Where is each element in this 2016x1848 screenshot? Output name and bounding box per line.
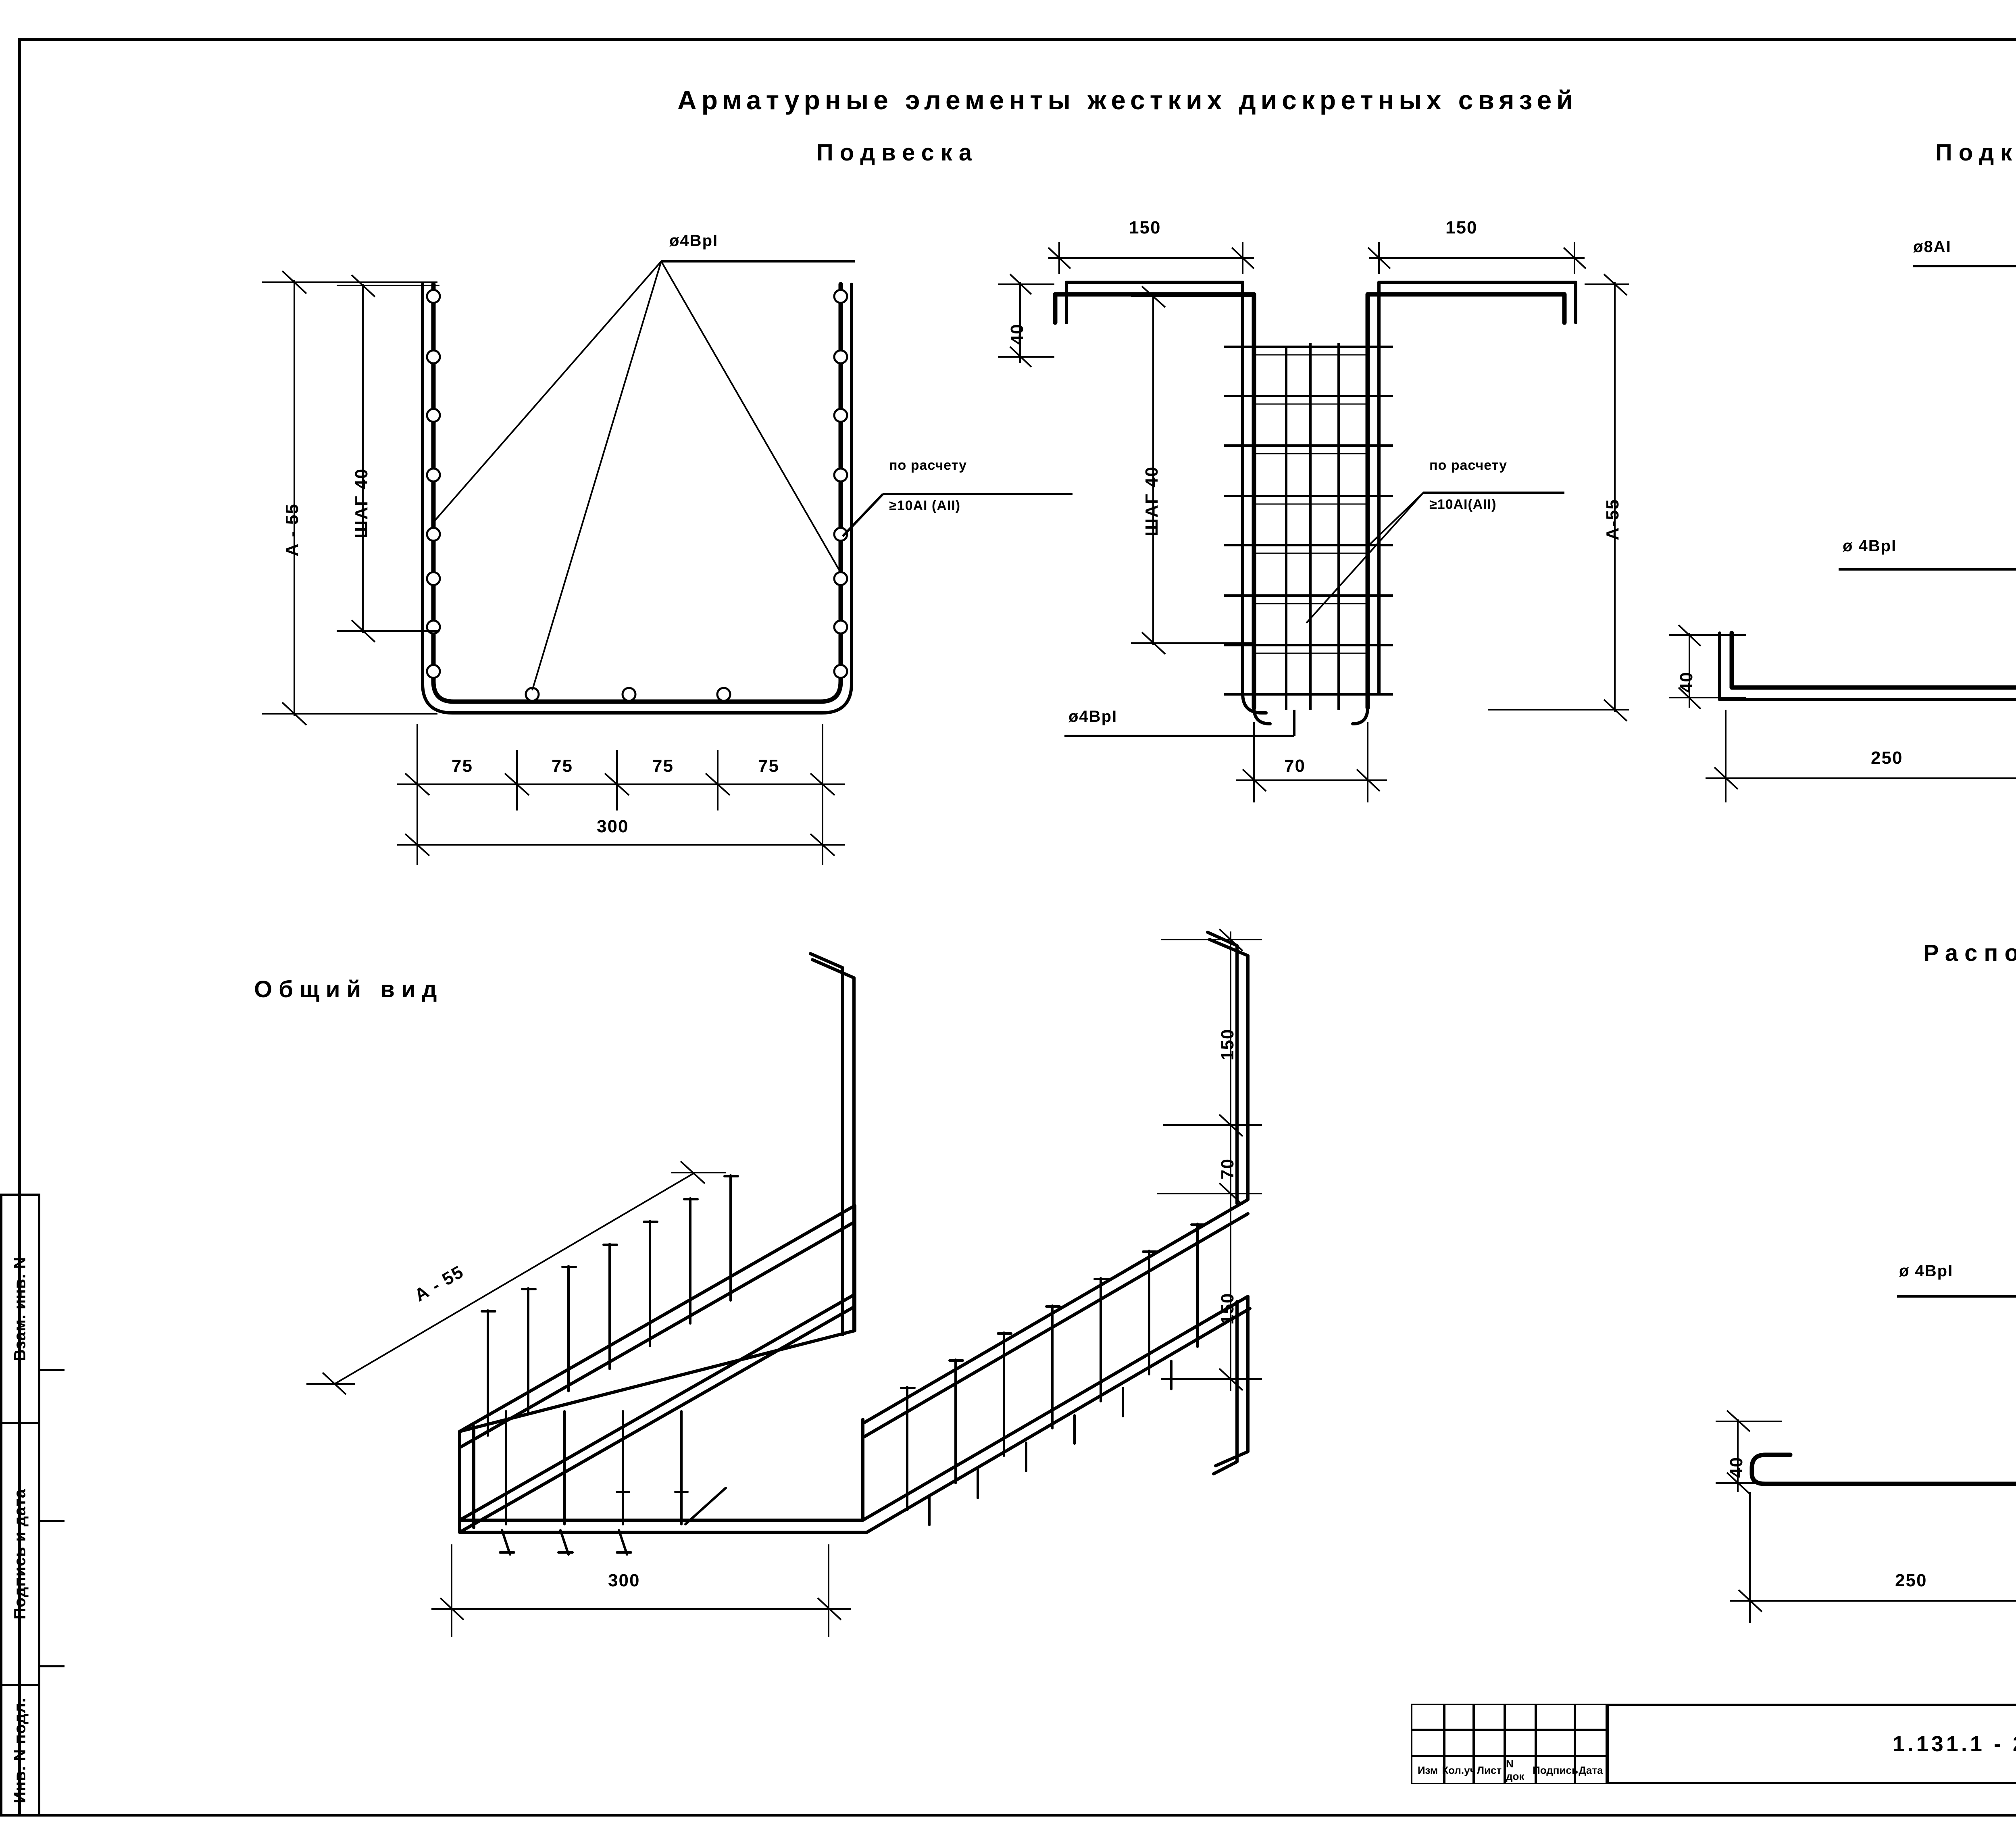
podveska-front-seg-dim-3: 75 (652, 756, 674, 776)
rasporka-left-hook (1749, 1452, 1793, 1470)
tb-empty-cell (1444, 1704, 1474, 1730)
obshiy-right-top-rail (861, 1198, 1250, 1425)
section-title-obshiy-vid: Общий вид (254, 976, 444, 1002)
rung-dot (426, 664, 441, 679)
podveska-side-right-bar-inner (1377, 281, 1577, 695)
left-divider-2 (40, 1520, 65, 1522)
tb-empty-cell (1411, 1730, 1444, 1756)
podveska-front-seg-dim-2: 75 (552, 756, 573, 776)
tb-header-koluch: Кол.уч (1442, 1756, 1476, 1784)
podveska-front-main-bar (431, 282, 843, 704)
tb-header-izm: Изм (1411, 1756, 1444, 1784)
left-margin-block: Взам. инв. N Подпись и дата Инв. N подл. (0, 1194, 40, 1817)
tb-empty-cell (1575, 1730, 1607, 1756)
podveska-front-bar-label: ø4ВрI (669, 232, 719, 250)
rung-dot (426, 349, 441, 365)
obshiy-top-front-rail (458, 1204, 856, 1433)
tb-header-ndok: N док (1505, 1756, 1536, 1784)
rung-dot (426, 467, 441, 483)
rung-dot (833, 349, 848, 365)
podveska-side-bar-label: ø4ВрI (1068, 708, 1118, 725)
left-divider-1 (40, 1369, 65, 1371)
podveska-side-right-span-dim: 150 (1445, 218, 1478, 238)
document-code: 1.131.1 - 21.98.0 - СМ 1 (1892, 1732, 2016, 1756)
podkos-loop-bar-label: ø8АI (1913, 238, 1951, 256)
left-divider-3 (40, 1665, 65, 1667)
rasporka-bar-label: ø 4ВрI (1899, 1262, 1954, 1280)
rung-dot (833, 664, 848, 679)
section-title-rasporka: Распорка (1923, 940, 2016, 966)
podveska-front-total-dim: 300 (597, 817, 629, 836)
rasporka-left-span-dim: 250 (1895, 1571, 1927, 1590)
tb-empty-cell (1505, 1704, 1536, 1730)
tb-empty-cell (1474, 1704, 1505, 1730)
obshiy-right-hook-top (1208, 938, 1250, 1201)
podkos-left-span-dim: 250 (1871, 748, 1903, 768)
tb-empty-cell (1536, 1730, 1575, 1756)
drawing-frame (18, 38, 2016, 1817)
tb-empty-cell (1575, 1704, 1607, 1730)
tb-header-data: Дата (1575, 1756, 1607, 1784)
tb-empty-cell (1411, 1704, 1444, 1730)
obshiy-right-hook-bottom (1214, 1295, 1250, 1467)
rasporka-hook-height-dim: 40 (1727, 1456, 1746, 1478)
podveska-side-left-bar (1053, 292, 1256, 710)
podkos-bottom-left-bar (1729, 631, 2016, 690)
tb-header-podpis: Подпись (1533, 1756, 1578, 1784)
podveska-side-left-span-dim: 150 (1129, 218, 1161, 238)
rung-dot (716, 687, 731, 702)
podveska-front-outer-bar (421, 283, 853, 715)
rung-dot (621, 687, 637, 702)
podveska-side-calc-label-1: по расчету (1429, 458, 1508, 473)
podveska-front-seg-dim-4: 75 (758, 756, 779, 776)
section-title-podveska: Подвеска (816, 140, 979, 166)
tb-header-list: Лист (1474, 1756, 1505, 1784)
tb-empty-cell (1536, 1704, 1575, 1730)
rung-dot (833, 467, 848, 483)
podveska-side-calc-label-2: ≥10АI(АII) (1429, 497, 1497, 512)
rung-dot (426, 527, 441, 542)
podveska-side-left-bar-inner (1065, 281, 1244, 695)
obshiy-left-hook (811, 958, 856, 1332)
rung-dot (833, 408, 848, 423)
left-strip-podpis-data: Подпись и дата (2, 1422, 38, 1684)
podveska-front-seg-dim-1: 75 (452, 756, 473, 776)
page-title: Арматурные элементы жестких дискретных с… (677, 85, 1578, 115)
tb-empty-cell (1505, 1730, 1536, 1756)
podveska-side-center-width-dim: 70 (1284, 756, 1306, 776)
tb-empty-cell (1444, 1730, 1474, 1756)
rung-dot (833, 289, 848, 304)
rung-dot (426, 408, 441, 423)
podveska-front-calc-label-2: ≥10АI (АII) (889, 498, 961, 513)
title-block-document-code-box: 1.131.1 - 21.98.0 - СМ 1 (1607, 1704, 2016, 1784)
rung-dot (426, 289, 441, 304)
obshiy-vid-width-dim: 300 (608, 1571, 640, 1590)
left-strip-inv-podl: Инв. N подл. (2, 1684, 38, 1815)
podkos-stirrup-bar-label: ø 4ВрI (1843, 537, 1897, 555)
rung-dot (426, 571, 441, 586)
section-title-podkos: Подкос (1935, 140, 2016, 166)
rung-dot (833, 619, 848, 635)
tb-empty-cell (1474, 1730, 1505, 1756)
rung-dot (833, 527, 848, 542)
podveska-front-calc-label-1: по расчету (889, 458, 967, 473)
podveska-side-right-bar (1365, 292, 1567, 710)
